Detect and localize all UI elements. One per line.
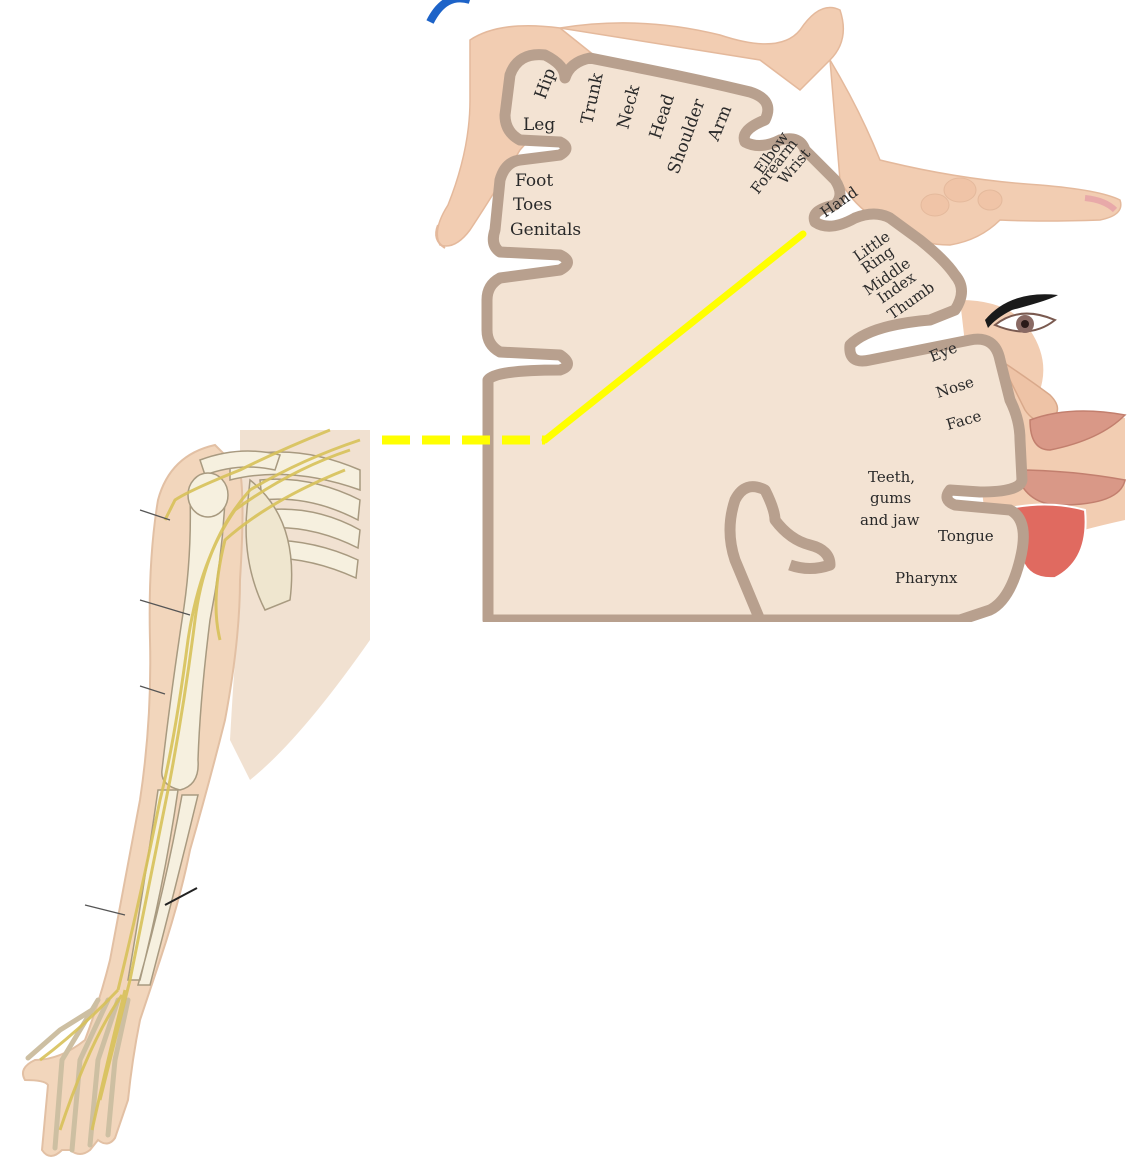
label-pharynx: Pharynx [895,569,958,587]
label-genitals: Genitals [510,220,581,240]
label-gums: gums [870,489,911,507]
label-and-jaw: and jaw [860,511,920,529]
arm-anatomy [23,430,370,1156]
top-arc-decoration [430,0,470,22]
label-leg: Leg [523,115,555,135]
label-tongue: Tongue [938,527,994,545]
label-foot: Foot [515,171,553,191]
label-toes: Toes [513,195,552,215]
label-teeth: Teeth, [868,468,915,486]
